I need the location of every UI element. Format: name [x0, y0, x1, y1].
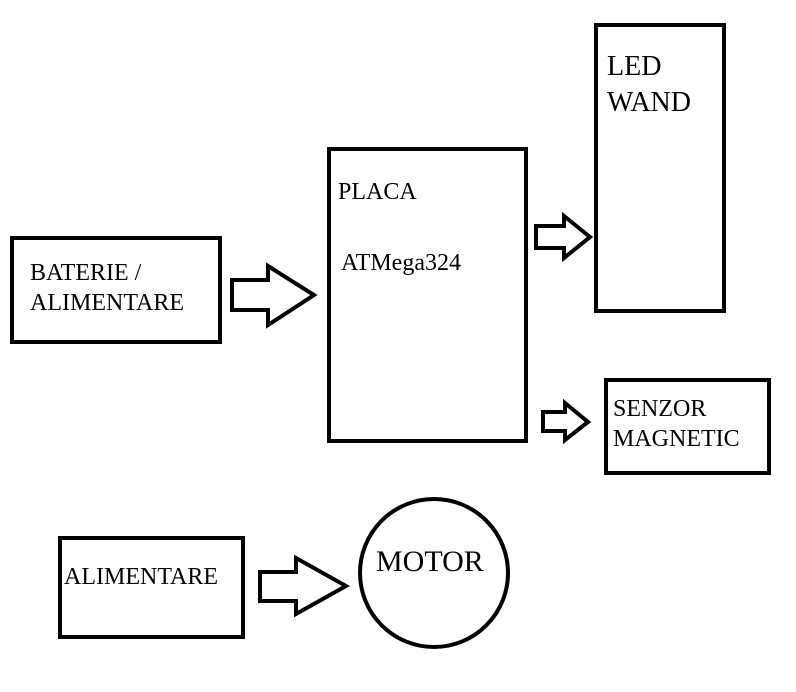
senzor-magnetic-block: SENZOR MAGNETIC [604, 378, 771, 475]
placa-label: PLACA [338, 179, 417, 205]
motor-label: MOTOR [376, 545, 484, 578]
wand-label: WAND [607, 87, 691, 118]
atmega-label: ATMega324 [341, 250, 461, 276]
arrow-placa-to-senzor [541, 398, 592, 445]
placa-atmega-block: PLACA ATMega324 [327, 147, 528, 443]
senzor-label: SENZOR [613, 396, 706, 422]
arrow-placa-to-led-wand [534, 211, 594, 263]
led-label: LED [607, 51, 661, 82]
arrow-alimentare-to-motor [258, 554, 351, 618]
baterie-label-line1: BATERIE / [30, 260, 142, 286]
alimentare-block: ALIMENTARE [58, 536, 245, 639]
baterie-alimentare-block: BATERIE / ALIMENTARE [10, 236, 222, 344]
alimentare-label: ALIMENTARE [64, 564, 218, 590]
magnetic-label: MAGNETIC [613, 426, 740, 452]
arrow-baterie-to-placa [230, 262, 318, 329]
baterie-label-line2: ALIMENTARE [30, 290, 184, 316]
motor-block: MOTOR [358, 497, 510, 649]
led-wand-block: LED WAND [594, 23, 726, 313]
